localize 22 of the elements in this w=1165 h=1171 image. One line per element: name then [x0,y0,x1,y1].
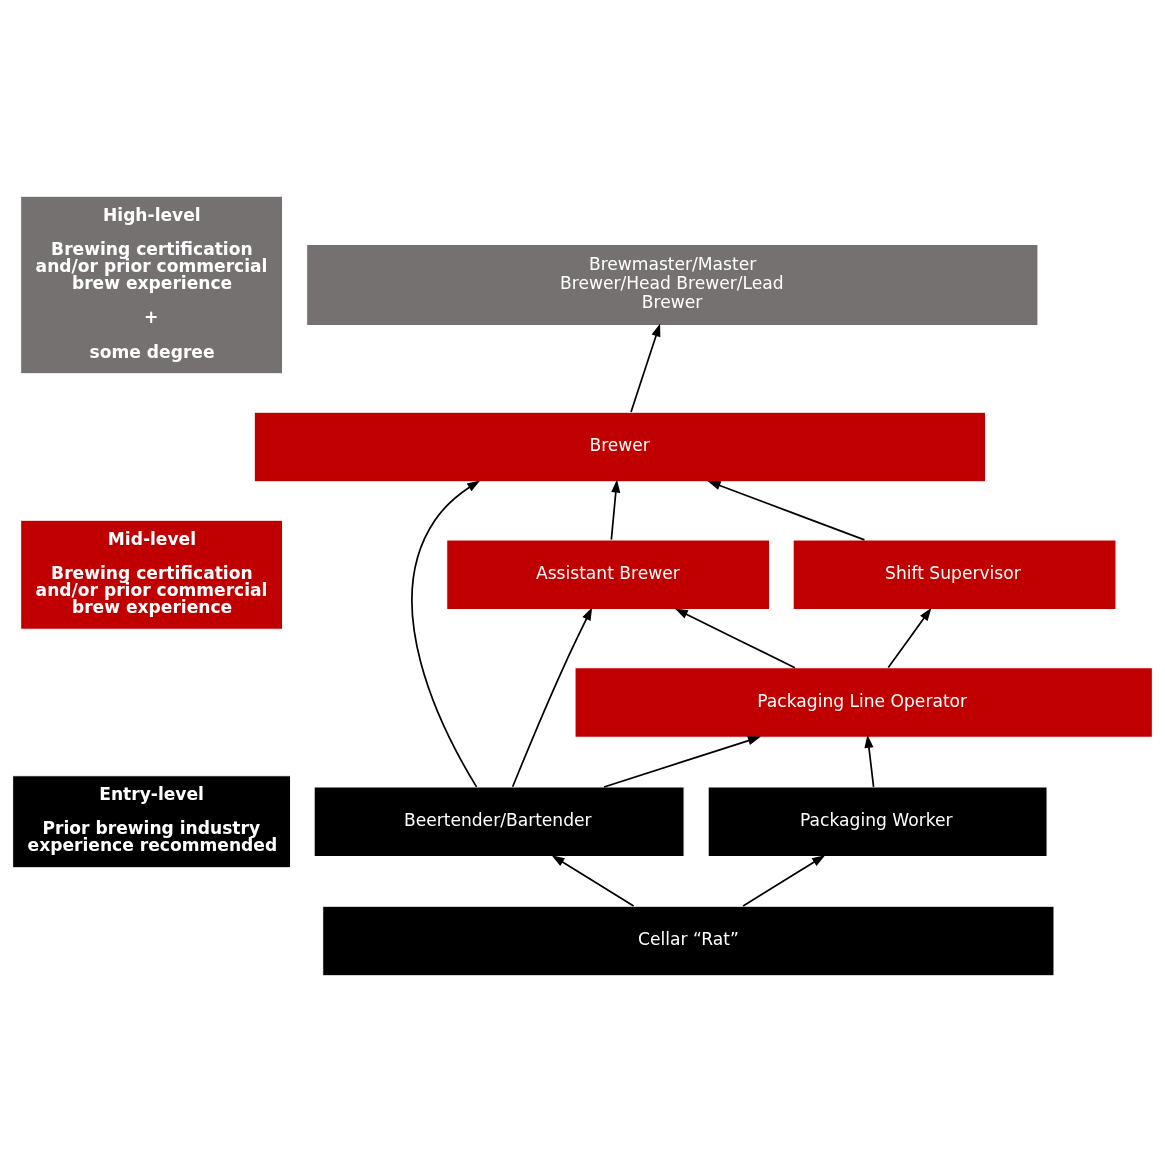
arrow [887,607,932,668]
node-box: Shift Supervisor [792,539,1117,610]
arrow [707,480,866,541]
node-box: Brewmaster/Master Brewer/Head Brewer/Lead Brewer [306,243,1039,326]
node-box: Cellar “Rat” [322,905,1055,976]
node-box: Packaging Line Operator [574,666,1153,738]
arrow [603,735,761,788]
arrow [411,480,481,788]
node-box: High-level Brewing certification and/or prior commercial brew experience + some degree [20,195,284,374]
arrow [674,608,796,668]
arrow [551,854,635,907]
node-box: Beertender/Bartender [313,785,685,857]
arrow [864,734,875,788]
arrow [630,322,661,413]
node-box: Brewer [253,411,987,482]
arrow [511,606,593,788]
arrow [610,479,621,541]
node-box: Assistant Brewer [446,539,771,610]
node-box: Entry-level Prior brewing industry experience recommended [12,774,292,868]
arrow [742,854,826,907]
node-box: Mid-level Brewing certification and/or prior commercial brew experience [20,519,284,630]
node-box: Packaging Worker [707,785,1048,857]
